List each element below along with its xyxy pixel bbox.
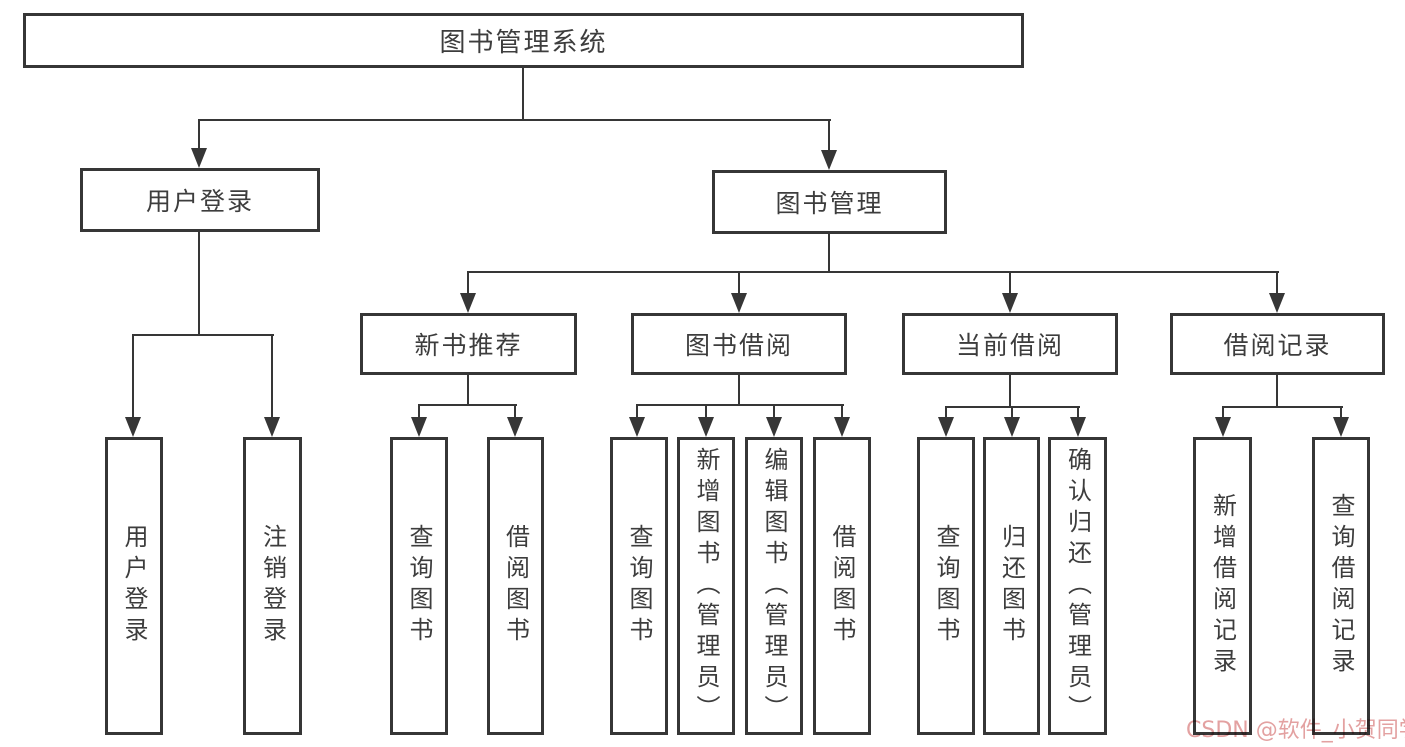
leaf-label: 归还图书 [997,524,1026,648]
arrowhead-to-login [125,417,141,437]
arrowhead-to-records [1269,293,1285,313]
node-leaf-add-borrow-record: 新增借阅记录 [1193,437,1252,735]
connector-root-stem [522,68,524,121]
connector-root-hline [198,119,831,121]
node-new-book-recommend: 新书推荐 [360,313,577,375]
connector-records-stem [1276,375,1278,408]
arrowhead-borrow-c3 [766,417,782,437]
leaf-label: 新增图书（管理员） [692,446,720,726]
node-leaf-borrow-books-recommend: 借阅图书 [487,437,544,735]
connector-to-current-stem [1009,271,1011,295]
connector-to-logout-stem [271,334,273,419]
node-leaf-query-borrow-record: 查询借阅记录 [1312,437,1370,735]
arrowhead-current-c3 [1070,417,1086,437]
arrowhead-current-c2 [1004,417,1020,437]
arrowhead-to-borrow [731,293,747,313]
connector-to-borrow-stem [738,271,740,295]
leaf-label: 注销登录 [258,524,287,648]
node-leaf-query-books-current: 查询图书 [917,437,975,735]
connector-book-mgmt-stem [828,234,830,273]
node-leaf-user-login: 用户登录 [105,437,163,735]
node-borrowing-records: 借阅记录 [1170,313,1385,375]
node-leaf-confirm-return-admin: 确认归还（管理员） [1048,437,1107,735]
arrowhead-to-new-rec [460,293,476,313]
leaf-label: 确认归还（管理员） [1063,446,1092,726]
csdn-watermark: CSDN @软件_小贺同学 [1186,718,1405,743]
node-leaf-borrow-books: 借阅图书 [813,437,871,735]
connector-borrow-c2-stem [705,404,707,419]
connector-borrow-hline [636,404,844,406]
node-book-management: 图书管理 [712,170,947,234]
node-leaf-query-books-borrowing: 查询图书 [610,437,668,735]
connector-current-stem [1009,375,1011,408]
connector-user-login-stem [198,232,200,336]
connector-to-user-login-stem [198,119,200,150]
connector-records-c2-stem [1340,406,1342,419]
arrowhead-borrow-c1 [629,417,645,437]
leaf-label: 查询图书 [625,524,653,648]
arrowhead-new-rec-c1 [411,417,427,437]
connector-to-new-rec-stem [467,271,469,295]
node-leaf-edit-books-admin: 编辑图书（管理员） [745,437,803,735]
leaf-label: 编辑图书（管理员） [760,446,788,726]
node-leaf-query-books-recommend: 查询图书 [390,437,448,735]
leaf-label: 用户登录 [120,524,148,648]
connector-current-c1-stem [945,406,947,419]
connector-new-rec-hline [418,404,517,406]
node-library-management-system: 图书管理系统 [23,13,1024,68]
connector-borrow-c1-stem [636,404,638,419]
connector-new-rec-c2-stem [514,404,516,419]
connector-to-login-stem [132,334,134,419]
leaf-label: 借阅图书 [828,524,856,648]
connector-current-c2-stem [1011,406,1013,419]
connector-to-book-mgmt-stem [828,119,830,152]
arrowhead-to-user-login [191,148,207,168]
leaf-label: 查询借阅记录 [1327,493,1355,679]
connector-new-rec-stem [467,375,469,406]
arrowhead-records-c1 [1215,417,1231,437]
connector-to-records-stem [1276,271,1278,295]
arrowhead-records-c2 [1333,417,1349,437]
arrowhead-current-c1 [938,417,954,437]
node-leaf-return-books: 归还图书 [983,437,1040,735]
leaf-label: 查询图书 [932,524,960,648]
arrowhead-new-rec-c2 [507,417,523,437]
connector-user-login-hline [132,334,274,336]
connector-book-mgmt-hline [467,271,1279,273]
arrowhead-to-book-mgmt [821,150,837,170]
arrowhead-to-current [1002,293,1018,313]
connector-borrow-c3-stem [773,404,775,419]
arrowhead-borrow-c4 [834,417,850,437]
connector-borrow-stem [738,375,740,406]
arrowhead-to-logout [264,417,280,437]
node-leaf-add-books-admin: 新增图书（管理员） [677,437,735,735]
connector-records-hline [1222,406,1343,408]
arrowhead-borrow-c2 [698,417,714,437]
leaf-label: 新增借阅记录 [1208,493,1237,679]
node-book-borrowing: 图书借阅 [631,313,847,375]
connector-borrow-c4-stem [841,404,843,419]
leaf-label: 查询图书 [405,524,433,648]
leaf-label: 借阅图书 [501,524,530,648]
node-current-borrowing: 当前借阅 [902,313,1118,375]
connector-new-rec-c1-stem [418,404,420,419]
node-leaf-logout: 注销登录 [243,437,302,735]
node-user-login: 用户登录 [80,168,320,232]
connector-current-c3-stem [1077,406,1079,419]
connector-records-c1-stem [1222,406,1224,419]
